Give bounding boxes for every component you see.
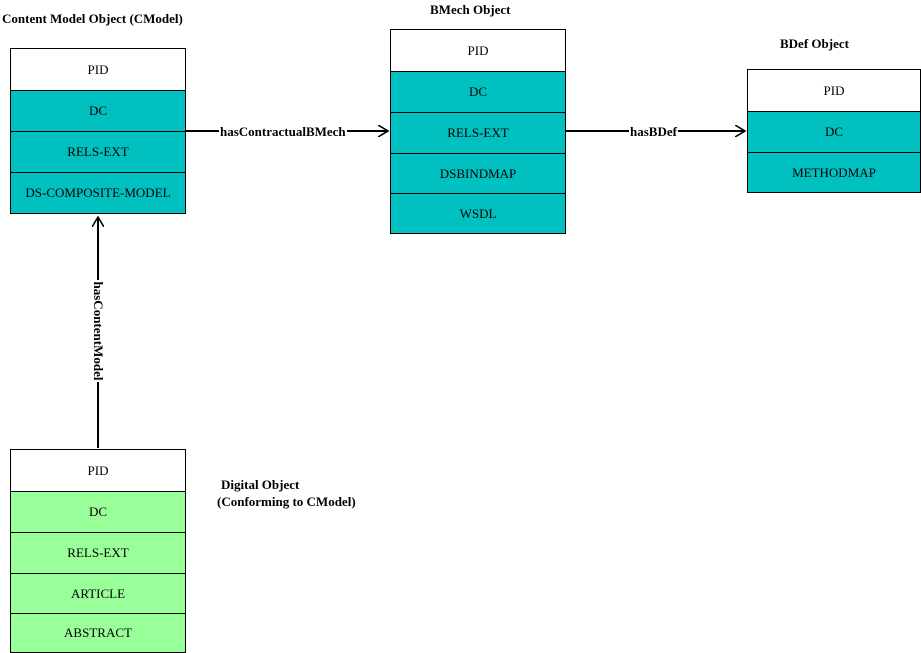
bmech-row-dc: DC [391,71,565,112]
digital-title-line2: (Conforming to CModel) [217,494,356,509]
bdef-box: PID DC METHODMAP [747,69,921,193]
bmech-row-rels-ext: RELS-EXT [391,112,565,153]
bdef-title: BDef Object [780,36,849,51]
bmech-title: BMech Object [430,2,511,17]
cmodel-row-ds-composite-model: DS-COMPOSITE-MODEL [11,172,185,213]
cmodel-row-dc: DC [11,90,185,131]
digital-title-line1: Digital Object [221,477,300,492]
bmech-box: PID DC RELS-EXT DSBINDMAP WSDL [390,29,566,234]
edge-label-has-bdef: hasBDef [629,124,678,139]
bdef-row-pid: PID [748,70,920,111]
digital-row-dc: DC [11,491,185,532]
digital-row-article: ARTICLE [11,573,185,613]
digital-row-abstract: ABSTRACT [11,613,185,652]
cmodel-row-pid: PID [11,49,185,90]
cmodel-box: PID DC RELS-EXT DS-COMPOSITE-MODEL [10,48,186,214]
cmodel-title: Content Model Object (CModel) [2,11,183,26]
bmech-row-pid: PID [391,30,565,71]
bdef-row-dc: DC [748,111,920,152]
edge-label-has-contractual-bmech: hasContractualBMech [219,124,347,139]
bdef-row-methodmap: METHODMAP [748,152,920,192]
bmech-row-dsbindmap: DSBINDMAP [391,153,565,193]
digital-row-rels-ext: RELS-EXT [11,532,185,573]
digital-row-pid: PID [11,450,185,491]
cmodel-row-rels-ext: RELS-EXT [11,131,185,172]
edge-label-has-content-model: hasContentModel [91,280,106,382]
digital-box: PID DC RELS-EXT ARTICLE ABSTRACT [10,449,186,653]
bmech-row-wsdl: WSDL [391,193,565,233]
